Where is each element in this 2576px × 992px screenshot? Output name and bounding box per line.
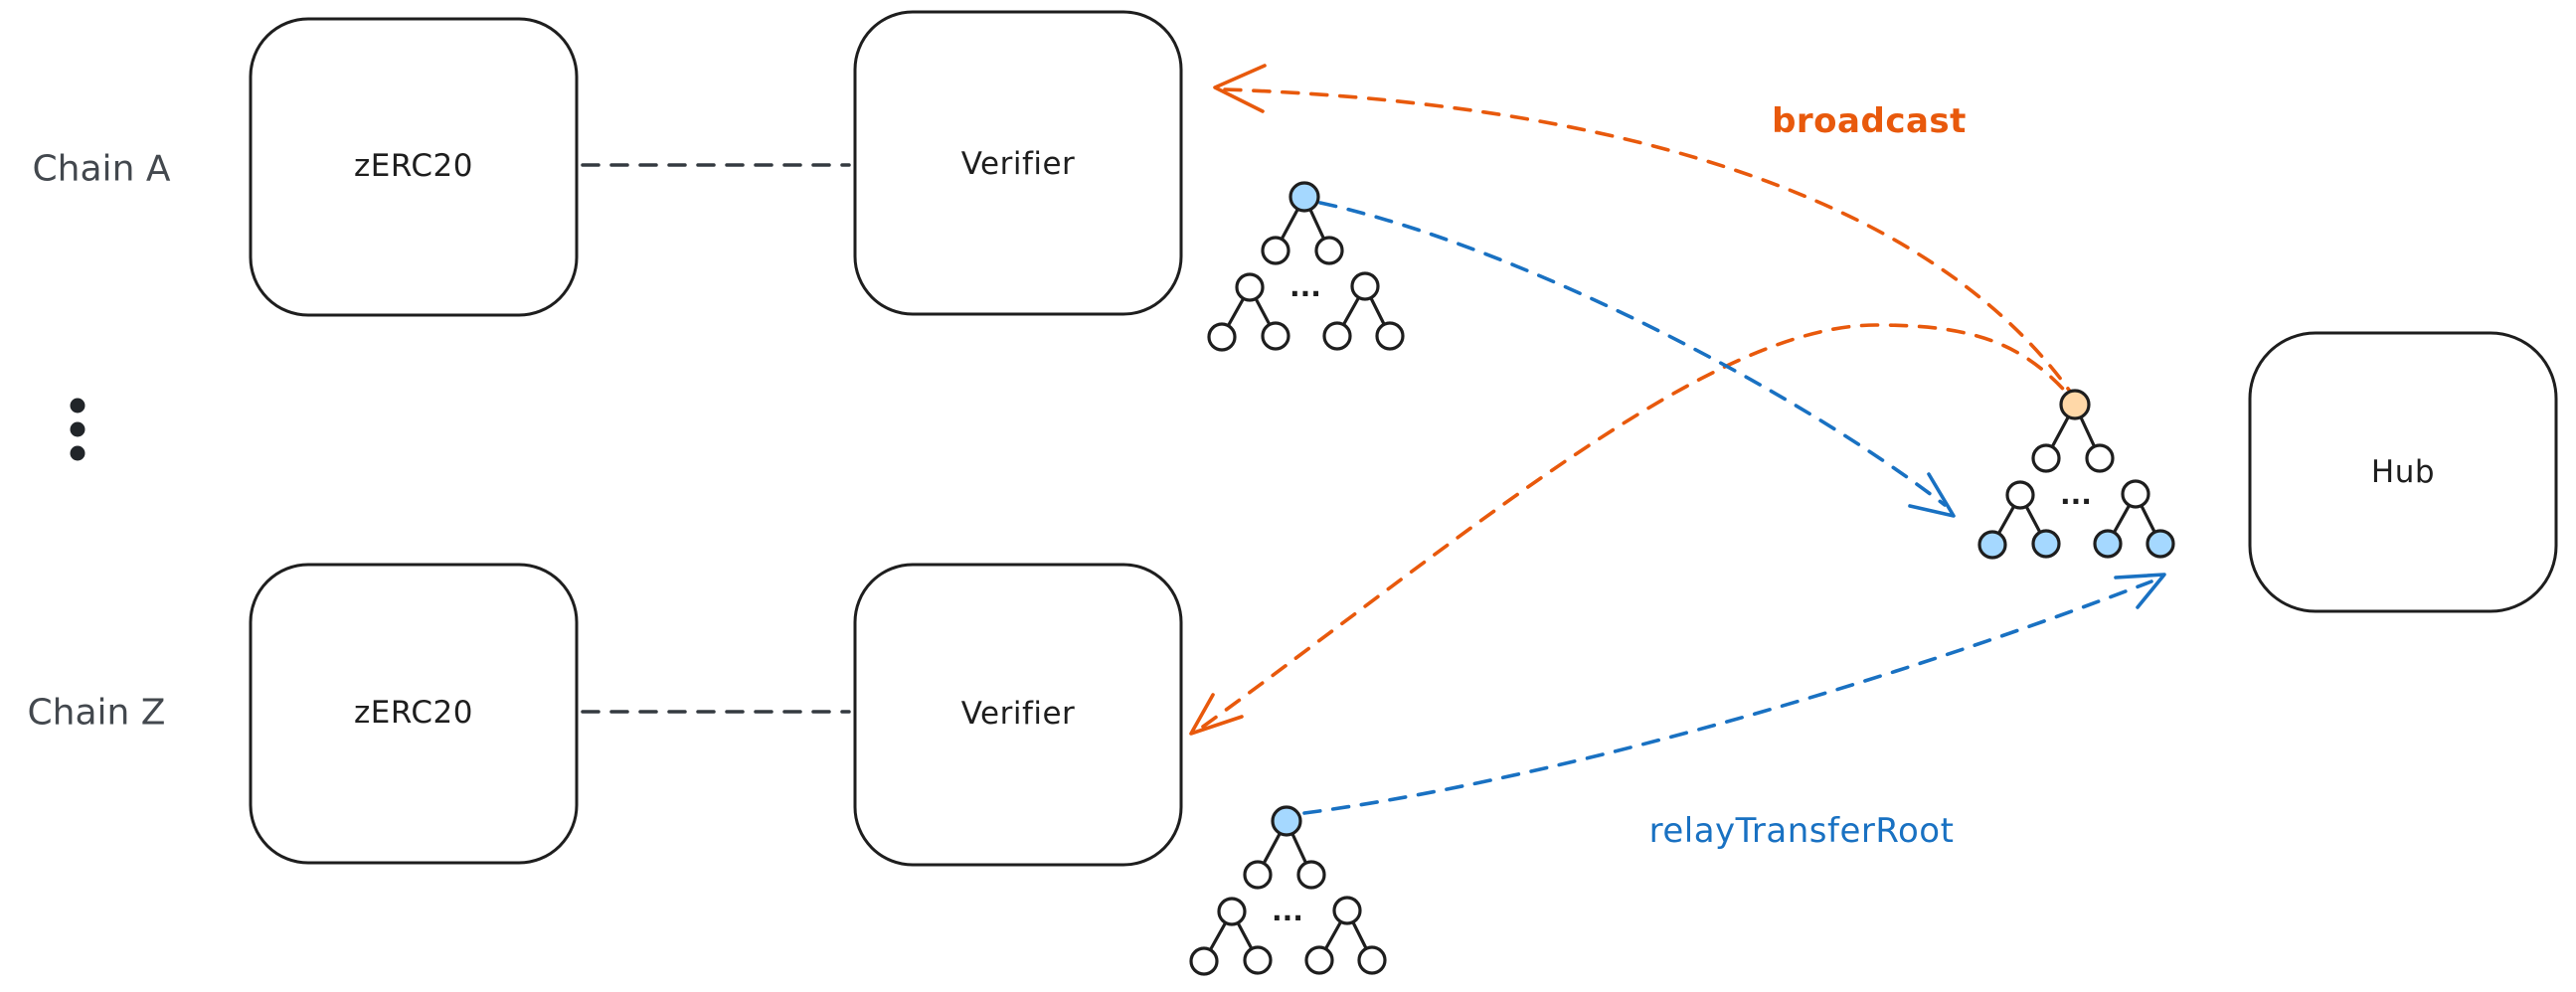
tree-ellipsis: ... xyxy=(1272,895,1303,927)
tree-node-slc1 xyxy=(1189,946,1219,976)
chains-vertical-ellipsis xyxy=(70,398,86,461)
chain-a-zerc20-box xyxy=(249,17,579,317)
tree-node-slp xyxy=(2005,480,2035,510)
tree-node-slc1 xyxy=(1207,322,1237,352)
hub-label: Hub xyxy=(2370,454,2436,490)
tree-node-src2 xyxy=(2146,529,2175,559)
chain-a-verifier-box xyxy=(853,10,1183,316)
vertical-ellipsis-dot xyxy=(70,398,86,413)
broadcast-arrow-to-chain-z xyxy=(1201,323,2073,729)
tree-node-src1 xyxy=(2093,529,2123,559)
tree-node-l2r xyxy=(2085,443,2115,473)
tree-node-root xyxy=(1271,805,1302,837)
relay-arrow-from-chain-z xyxy=(1302,579,2153,815)
relay-arrowhead-from-chain-z xyxy=(2114,573,2166,609)
hub-merkle-tree: ... xyxy=(1977,389,2175,560)
chain-a-verifier-label: Verifier xyxy=(960,146,1076,182)
tree-node-slp xyxy=(1235,272,1265,302)
tree-node-l2l xyxy=(1261,236,1290,265)
hub-box xyxy=(2248,331,2558,613)
tree-node-slc2 xyxy=(1261,321,1290,351)
chain-a-merkle-tree: ... xyxy=(1207,181,1405,352)
relay-arrow-from-chain-a xyxy=(1318,201,1947,507)
tree-node-slc1 xyxy=(1977,530,2007,560)
tree-node-src2 xyxy=(1357,945,1387,975)
chain-z-label: Chain Z xyxy=(27,692,166,734)
vertical-ellipsis-dot xyxy=(70,445,86,461)
tree-node-l2r xyxy=(1314,236,1344,265)
tree-node-l2l xyxy=(1243,860,1273,890)
tree-node-slc2 xyxy=(1243,945,1273,975)
tree-node-srp xyxy=(2121,479,2150,509)
chain-z-verifier-label: Verifier xyxy=(960,696,1076,732)
tree-node-slc2 xyxy=(2031,529,2061,559)
chain-z-verifier-box xyxy=(853,563,1183,867)
tree-node-root xyxy=(2059,389,2091,420)
tree-node-slp xyxy=(1217,897,1247,926)
chain-a-zerc20-label: zERC20 xyxy=(354,148,473,184)
chain-z-merkle-tree: ... xyxy=(1189,805,1387,976)
broadcast-label: broadcast xyxy=(1772,101,1967,141)
chain-z-zerc20-label: zERC20 xyxy=(354,695,473,731)
broadcast-arrowhead-chain-a xyxy=(1213,64,1267,113)
tree-node-src2 xyxy=(1375,321,1405,351)
tree-ellipsis: ... xyxy=(2060,478,2092,511)
relay-transfer-root-label: relayTransferRoot xyxy=(1648,811,1955,851)
tree-node-root xyxy=(1288,181,1320,213)
tree-node-srp xyxy=(1332,896,1362,925)
tree-node-srp xyxy=(1350,271,1380,301)
broadcast-arrowhead-chain-z xyxy=(1189,693,1244,736)
tree-node-src1 xyxy=(1304,945,1334,975)
tree-ellipsis: ... xyxy=(1289,270,1321,303)
chain-a-label: Chain A xyxy=(32,148,171,190)
broadcast-arrow-to-chain-a xyxy=(1223,87,2073,395)
chain-z-zerc20-box xyxy=(249,563,579,865)
tree-node-src1 xyxy=(1322,321,1352,351)
relay-arrowhead-from-chain-a xyxy=(1908,472,1956,518)
vertical-ellipsis-dot xyxy=(70,421,86,437)
merkle-trees: ......... xyxy=(1189,181,2175,976)
tree-node-l2r xyxy=(1296,860,1326,890)
tree-node-l2l xyxy=(2031,443,2061,473)
